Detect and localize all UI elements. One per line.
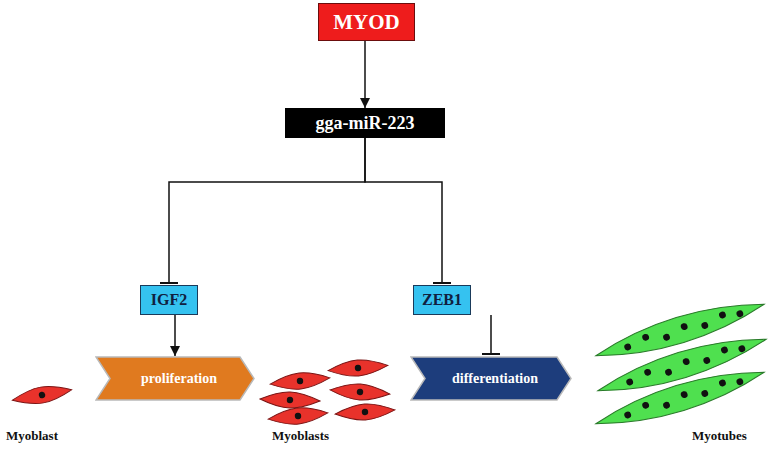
- gene-box: MYOD: [318, 3, 415, 41]
- connector: [160, 138, 365, 283]
- node-label: MYOD: [333, 10, 400, 35]
- connector-line: [169, 138, 365, 283]
- stage-label: Myoblast: [6, 428, 58, 444]
- node-label: IGF2: [151, 291, 187, 309]
- node-label: proliferation: [141, 371, 217, 387]
- arrow-head: [360, 98, 370, 108]
- connector-line: [490, 315, 492, 354]
- target-box: IGF2: [140, 285, 198, 315]
- myotube-cells: [592, 292, 770, 436]
- connector: [365, 138, 451, 283]
- node-label: ZEB1: [422, 291, 462, 309]
- stage-label: Myoblasts: [272, 428, 329, 444]
- node-label: differentiation: [452, 371, 538, 387]
- inhibition-bar: [160, 282, 178, 284]
- myoblast-cluster: [260, 357, 396, 427]
- mirna-box: gga-miR-223: [285, 108, 445, 138]
- inhibition-bar: [482, 353, 500, 355]
- connector-line: [365, 138, 442, 283]
- inhibition-bar: [433, 282, 451, 284]
- process-chevron: proliferation: [95, 356, 255, 401]
- stage-label: Myotubes: [692, 428, 747, 444]
- connector-line: [364, 41, 366, 108]
- process-chevron: differentiation: [410, 356, 572, 401]
- connector: [482, 315, 500, 354]
- target-box: ZEB1: [413, 285, 471, 315]
- myoblast-cell: [11, 382, 73, 408]
- connector: [360, 41, 370, 108]
- connector: [170, 315, 180, 356]
- node-label: gga-miR-223: [316, 113, 415, 134]
- arrow-head: [170, 346, 180, 356]
